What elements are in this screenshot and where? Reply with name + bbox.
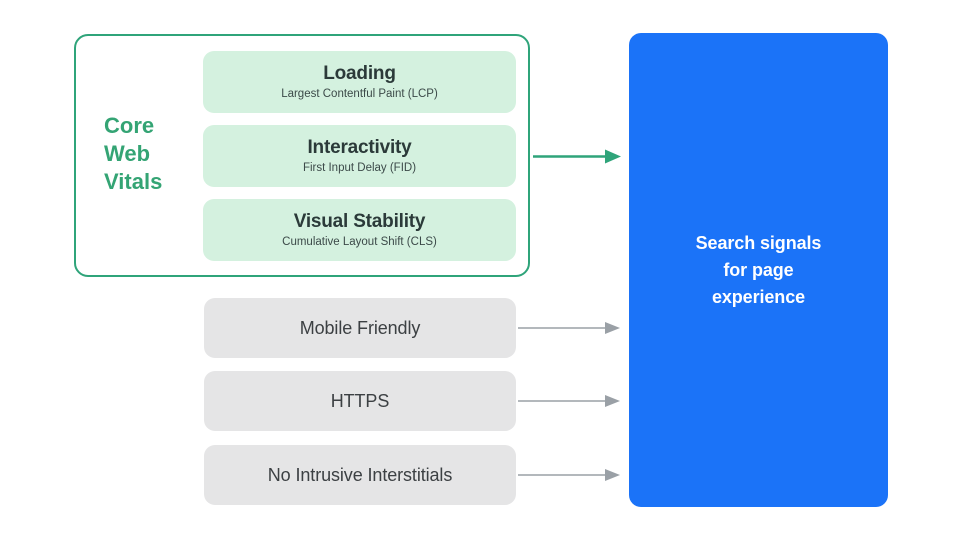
search-signals-destination-label: Search signals for page experience (695, 232, 822, 307)
mobile-friendly-arrow (518, 322, 620, 334)
vital-card-loading: Loading Largest Contentful Paint (LCP) (203, 51, 516, 113)
signal-label: No Intrusive Interstitials (267, 465, 453, 485)
signal-label: Mobile Friendly (299, 318, 421, 338)
vital-title: Visual Stability (293, 211, 426, 232)
vital-subtitle: Cumulative Layout Shift (CLS) (282, 236, 437, 248)
vital-subtitle: First Input Delay (FID) (302, 162, 417, 174)
signal-card-https: HTTPS (204, 371, 516, 431)
no-intrusive-interstitials-arrow (518, 469, 620, 481)
vital-card-visual-stability: Visual Stability Cumulative Layout Shift… (203, 199, 516, 261)
search-signals-destination-box: Search signals for page experience (629, 33, 888, 507)
vital-title: Interactivity (307, 137, 412, 158)
signal-card-no-intrusive-interstitials: No Intrusive Interstitials (204, 445, 516, 505)
core-web-vitals-arrow-head (605, 149, 621, 164)
vital-title: Loading (323, 63, 396, 84)
core-web-vitals-label-line-3: Vitals (104, 169, 163, 194)
core-web-vitals-arrow (533, 149, 621, 164)
mobile-friendly-arrow-head (605, 322, 620, 334)
core-web-vitals-label-line-2: Web (104, 141, 151, 166)
https-arrow-head (605, 395, 620, 407)
signal-label: HTTPS (330, 391, 390, 411)
signal-card-mobile-friendly: Mobile Friendly (204, 298, 516, 358)
https-arrow (518, 395, 620, 407)
vital-card-interactivity: Interactivity First Input Delay (FID) (203, 125, 516, 187)
vital-subtitle: Largest Contentful Paint (LCP) (281, 88, 438, 100)
core-web-vitals-group-label: Core Web Vitals (104, 112, 196, 196)
core-web-vitals-label-line-1: Core (104, 113, 155, 138)
no-intrusive-interstitials-arrow-head (605, 469, 620, 481)
